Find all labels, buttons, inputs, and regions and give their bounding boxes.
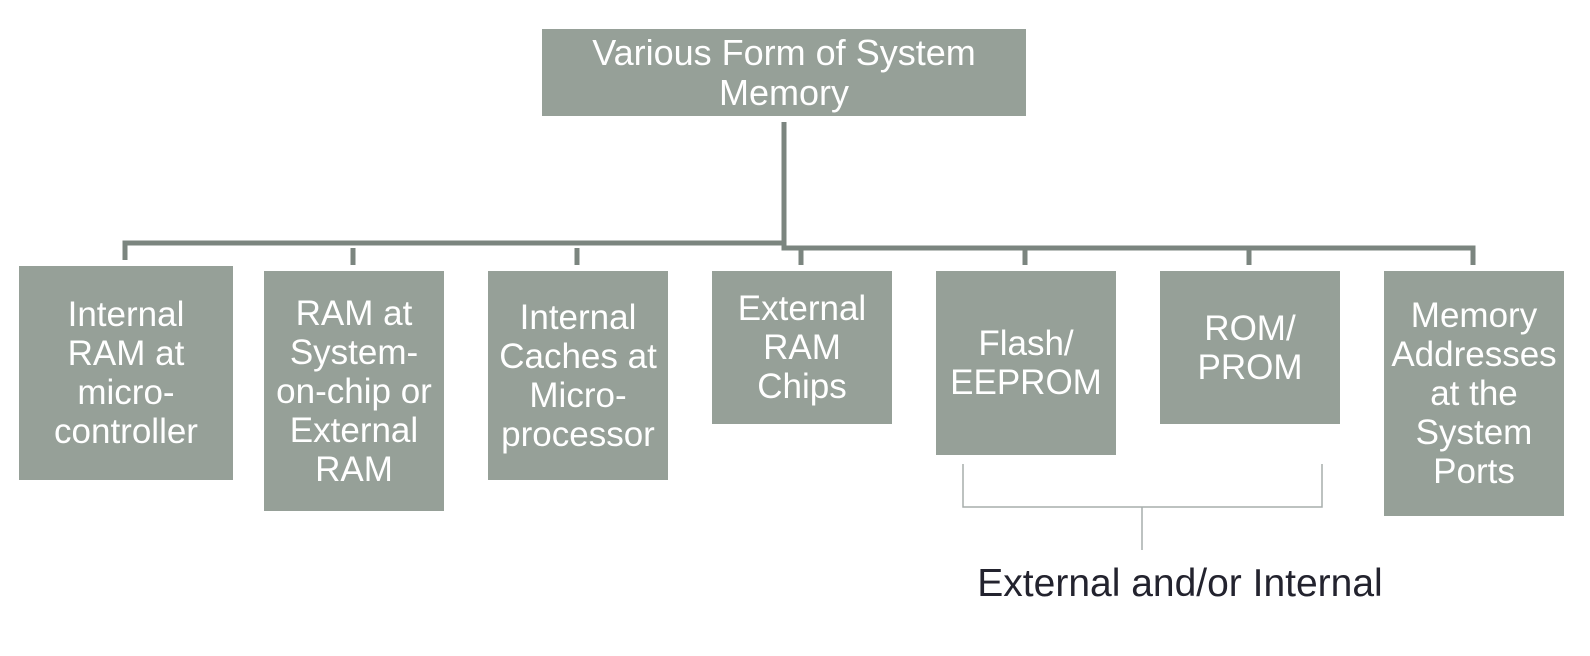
node-internal-caches: Internal Caches at Micro- processor bbox=[488, 271, 668, 480]
node-label: Internal RAM at micro- controller bbox=[54, 295, 198, 451]
node-label: ROM/ PROM bbox=[1197, 308, 1303, 387]
node-flash-eeprom: Flash/ EEPROM bbox=[936, 271, 1116, 455]
node-memory-addresses-ports: Memory Addresses at the System Ports bbox=[1384, 271, 1564, 516]
node-rom-prom: ROM/ PROM bbox=[1160, 271, 1340, 424]
node-external-ram-chips: External RAM Chips bbox=[712, 271, 892, 424]
root-node-label: Various Form of System Memory bbox=[592, 31, 976, 113]
node-label: External RAM Chips bbox=[737, 289, 867, 406]
root-node-system-memory: Various Form of System Memory bbox=[542, 29, 1026, 116]
node-ram-soc-external: RAM at System- on-chip or External RAM bbox=[264, 271, 444, 511]
node-label: RAM at System- on-chip or External RAM bbox=[276, 293, 432, 489]
node-internal-ram-microcontroller: Internal RAM at micro- controller bbox=[19, 266, 233, 480]
node-label: Flash/ EEPROM bbox=[950, 324, 1102, 402]
node-label: Internal Caches at Micro- processor bbox=[499, 297, 657, 454]
group-bracket bbox=[962, 464, 1323, 508]
node-label: Memory Addresses at the System Ports bbox=[1391, 296, 1557, 491]
horizontal-bus-line bbox=[122, 240, 1476, 265]
group-label-external-internal: External and/or Internal bbox=[977, 562, 1383, 605]
